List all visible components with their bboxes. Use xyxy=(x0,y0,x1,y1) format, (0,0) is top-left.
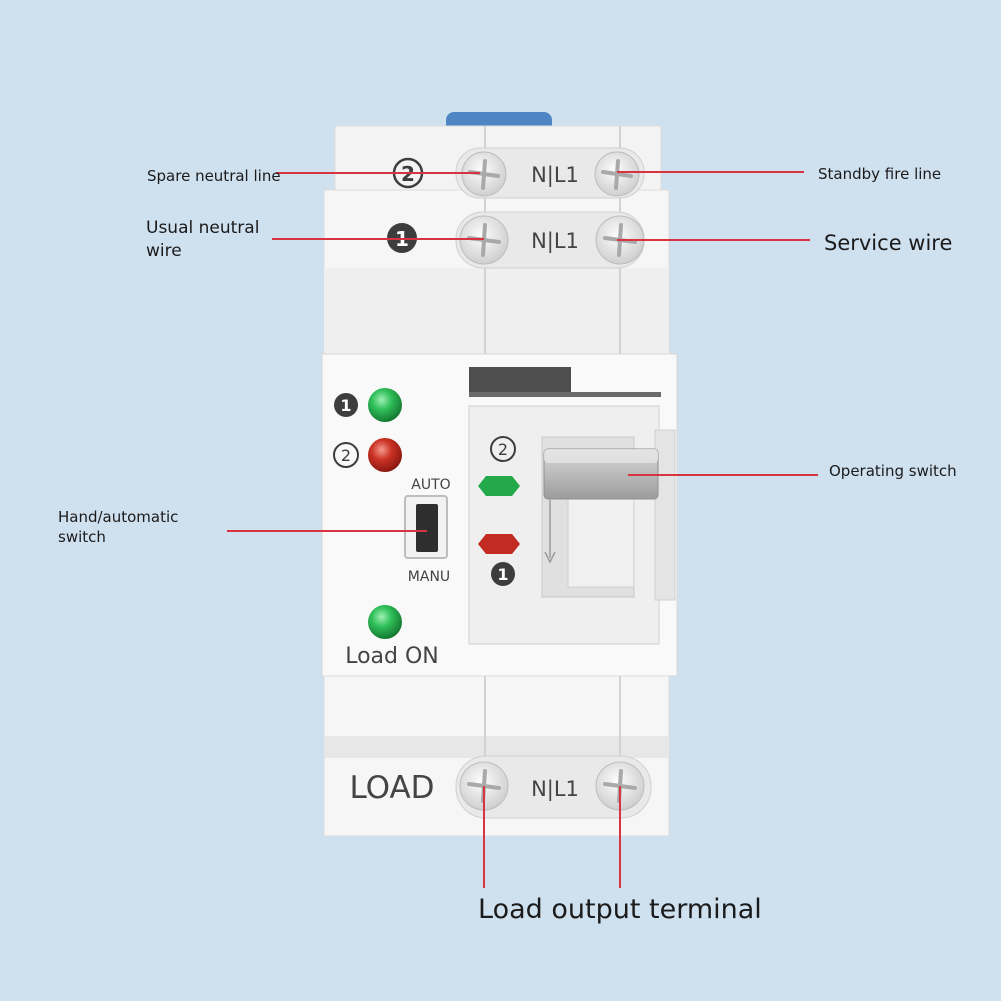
source-1-indicator xyxy=(478,534,520,554)
callout-spare-neutral: Spare neutral line xyxy=(147,167,281,185)
terminal-label-load: N|L1 xyxy=(531,777,579,802)
badge-source-1-window xyxy=(491,562,515,586)
badge-2-led-text: 2 xyxy=(341,446,351,465)
badge-source-2-led xyxy=(333,442,359,468)
badge-source-1-led xyxy=(334,393,358,417)
callout-load-output: Load output terminal xyxy=(478,894,762,925)
badge-2-window-text: 2 xyxy=(498,440,508,459)
badge-1-led-text: 1 xyxy=(340,396,351,415)
screw-top-l1 xyxy=(594,151,640,197)
badge-source-2-window xyxy=(490,436,516,462)
callout-standby-fire: Standby fire line xyxy=(818,165,942,183)
switch-window-tab xyxy=(469,367,571,395)
callout-operating-switch: Operating switch xyxy=(829,462,957,480)
load-on-label: Load ON xyxy=(345,644,439,669)
mode-manual-label: MANU xyxy=(408,569,450,585)
screw-top-n xyxy=(461,151,507,197)
badge-1-window-text: 1 xyxy=(497,565,508,584)
source-2-indicator xyxy=(478,476,520,496)
callout-usual-neutral: Usual neutral wire xyxy=(146,218,260,261)
hand-auto-switch-slider xyxy=(416,504,438,552)
callout-hand-auto-switch: Hand/automatic switch xyxy=(58,508,179,547)
terminal-label-2: N|L1 xyxy=(531,163,579,188)
led-load-on xyxy=(368,605,402,639)
terminal-label-1: N|L1 xyxy=(531,229,579,254)
load-text: LOAD xyxy=(349,770,434,806)
led-source-2 xyxy=(368,438,402,472)
mode-auto-label: AUTO xyxy=(411,477,450,493)
led-source-1 xyxy=(368,388,402,422)
callout-service-wire: Service wire xyxy=(824,231,953,255)
